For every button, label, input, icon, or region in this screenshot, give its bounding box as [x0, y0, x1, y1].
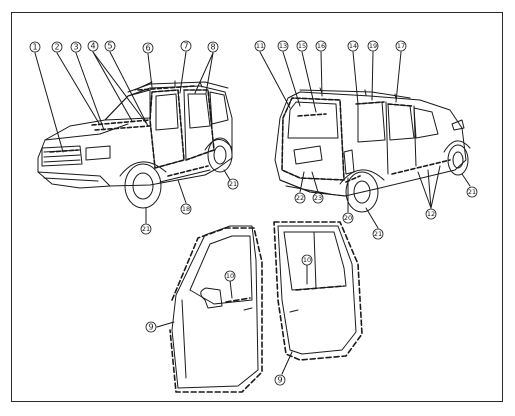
callout-2: 2	[51, 41, 63, 53]
callout-5: 5	[104, 40, 116, 52]
svg-text:7: 7	[183, 42, 188, 51]
svg-text:22: 22	[296, 194, 304, 202]
callout-13: 13	[277, 40, 289, 52]
callout-21-front: 21	[140, 223, 152, 235]
svg-text:8: 8	[210, 43, 215, 52]
rear-door-panel	[277, 225, 357, 355]
callout-10-rear: 10	[301, 254, 313, 266]
svg-text:16: 16	[317, 42, 325, 50]
svg-text:3: 3	[73, 43, 78, 52]
diagram-frame	[11, 12, 503, 402]
front-door-seal-line	[169, 227, 263, 393]
front-vehicle-leader-lines	[34, 51, 231, 224]
callout-20: 20	[342, 212, 354, 224]
callout-7: 7	[180, 40, 192, 52]
svg-text:10: 10	[303, 256, 311, 264]
svg-text:12: 12	[427, 210, 435, 218]
callout-6: 6	[142, 42, 154, 54]
svg-text:5: 5	[107, 42, 112, 51]
callout-12: 12	[425, 208, 437, 220]
front-door-panel	[171, 225, 259, 389]
callout-16: 16	[315, 40, 327, 52]
svg-text:11: 11	[256, 42, 264, 50]
svg-text:23: 23	[314, 194, 322, 202]
callout-1: 1	[29, 41, 41, 53]
callout-23: 23	[312, 192, 324, 204]
callout-11: 11	[254, 40, 266, 52]
callout-8: 8	[207, 41, 219, 53]
callout-17: 17	[395, 40, 407, 52]
svg-text:9: 9	[148, 323, 153, 332]
rear-door-seal-line	[273, 221, 363, 361]
svg-text:21: 21	[229, 180, 237, 188]
callout-18: 18	[180, 203, 192, 215]
callout-4: 4	[87, 40, 99, 52]
svg-text:13: 13	[279, 42, 287, 50]
svg-text:10: 10	[226, 272, 234, 280]
svg-text:19: 19	[369, 42, 377, 50]
svg-text:17: 17	[397, 42, 405, 50]
svg-text:1: 1	[32, 43, 37, 52]
callout-21-far: 21	[466, 186, 478, 198]
svg-text:4: 4	[90, 42, 95, 51]
callout-10-front: 10	[224, 270, 236, 282]
callout-9-rear: 9	[274, 374, 286, 386]
svg-text:20: 20	[344, 214, 352, 222]
callout-22: 22	[294, 192, 306, 204]
callout-21-right: 21	[227, 178, 239, 190]
callout-9-front: 9	[145, 321, 157, 333]
vehicle-front-three-quarter	[37, 80, 233, 209]
callout-21-rear: 21	[372, 228, 384, 240]
svg-text:21: 21	[142, 225, 150, 233]
svg-text:9: 9	[277, 376, 282, 385]
svg-text:14: 14	[349, 42, 357, 50]
svg-text:6: 6	[145, 44, 150, 53]
callout-19: 19	[367, 40, 379, 52]
svg-text:21: 21	[468, 188, 476, 196]
svg-text:21: 21	[374, 230, 382, 238]
door-leader-lines	[156, 263, 308, 375]
svg-text:15: 15	[298, 42, 306, 50]
svg-text:2: 2	[54, 43, 59, 52]
vehicle-rear-three-quarter	[274, 87, 471, 213]
svg-text:18: 18	[182, 205, 190, 213]
rear-vehicle-seal-lines	[281, 97, 451, 183]
callout-14: 14	[347, 40, 359, 52]
rear-vehicle-leader-lines	[259, 51, 471, 229]
front-vehicle-seal-lines	[49, 85, 215, 177]
callout-3: 3	[70, 41, 82, 53]
callout-15: 15	[296, 40, 308, 52]
